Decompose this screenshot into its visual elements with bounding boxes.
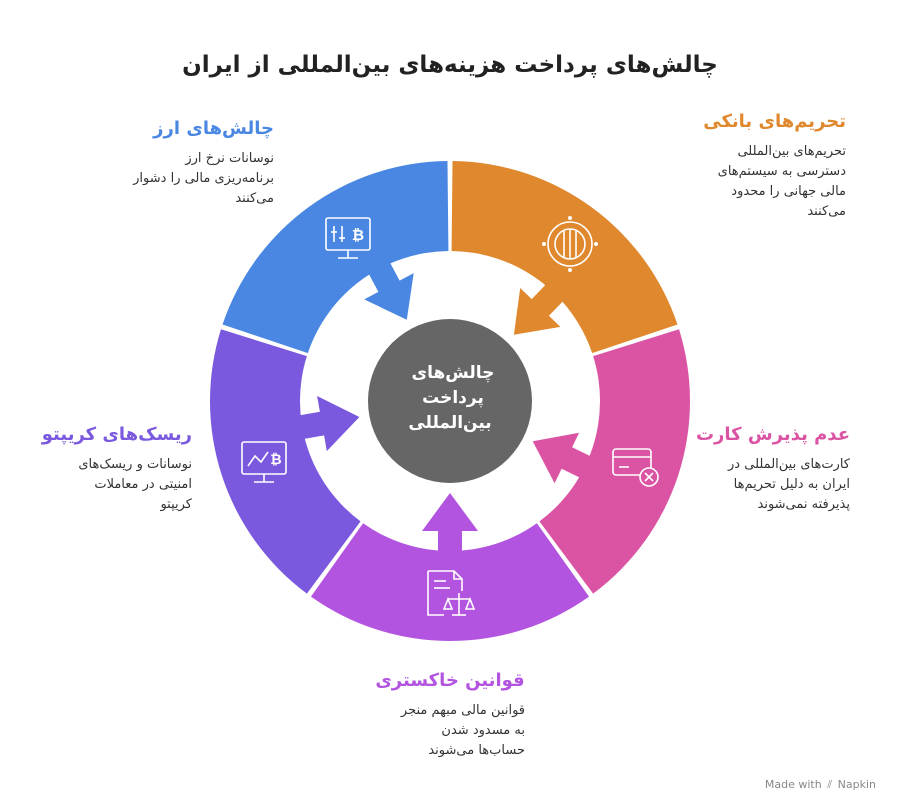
center-text: چالش‌های پرداخت بین‌المللی: [406, 363, 495, 433]
center-line-3: بین‌المللی: [408, 413, 491, 433]
ring-segment-card: [539, 329, 690, 594]
svg-text:₿: ₿: [352, 226, 364, 244]
title-crypto-risks: ریسک‌های کریپتو: [41, 424, 192, 445]
footer-attribution: Made with ⫽ Napkin: [765, 778, 876, 792]
svg-text:₿: ₿: [270, 452, 281, 468]
desc-gray-laws: قوانین مالی مبهم منجر به مسدود شدن حساب‌…: [400, 703, 525, 758]
center-line-1: چالش‌های: [412, 363, 495, 383]
desc-banking-sanctions: تحریم‌های بین‌المللی دسترسی به سیستم‌های…: [717, 144, 846, 219]
ring-segment-currency: [222, 161, 449, 354]
brand-text: Napkin: [837, 778, 876, 791]
title-banking-sanctions: تحریم‌های بانکی: [703, 111, 846, 132]
vault-icon: [541, 215, 598, 272]
page-title: چالش‌های پرداخت هزینه‌های بین‌المللی از …: [182, 52, 718, 78]
inward-arrows: [272, 238, 616, 579]
label-banking-sanctions: تحریم‌های بانکی تحریم‌های بین‌المللی دست…: [626, 111, 846, 222]
ring-segment-laws: [310, 523, 590, 641]
arrow-banking: [513, 264, 583, 335]
currency-monitor-icon: ₿: [325, 217, 371, 259]
arrow-currency: [355, 238, 414, 320]
ring-segments: [209, 161, 690, 641]
arrow-crypto: [272, 396, 360, 452]
label-currency-challenges: چالش‌های ارز نوسانات نرخ ارز برنامه‌ریزی…: [54, 118, 274, 209]
rejected-card-icon: [612, 448, 659, 487]
label-card-rejection: عدم پذیرش کارت کارت‌های بین‌المللی در ای…: [690, 424, 850, 515]
made-with-text: Made with: [764, 778, 822, 791]
title-card-rejection: عدم پذیرش کارت: [695, 424, 850, 445]
ring-segment-banking: [451, 161, 678, 354]
legal-document-icon: [427, 570, 476, 616]
label-gray-laws: قوانین خاکستری قوانین مالی مبهم منجر به …: [290, 670, 610, 761]
center-line-2: پرداخت: [422, 388, 484, 408]
arrow-card: [532, 432, 616, 490]
arrow-laws: [422, 493, 478, 579]
desc-crypto-risks: نوسانات و ریسک‌های امنیتی در معاملات کری…: [78, 457, 192, 512]
desc-currency-challenges: نوسانات نرخ ارز برنامه‌ریزی مالی را دشوا…: [133, 151, 274, 206]
napkin-logo-icon: ⫽: [827, 778, 833, 791]
title-currency-challenges: چالش‌های ارز: [153, 118, 274, 139]
crypto-chart-monitor-icon: ₿: [241, 441, 287, 483]
title-gray-laws: قوانین خاکستری: [375, 670, 525, 691]
label-crypto-risks: ریسک‌های کریپتو نوسانات و ریسک‌های امنیت…: [22, 424, 192, 515]
center-circle: [368, 319, 532, 483]
desc-card-rejection: کارت‌های بین‌المللی در ایران به دلیل تحر…: [728, 457, 850, 512]
